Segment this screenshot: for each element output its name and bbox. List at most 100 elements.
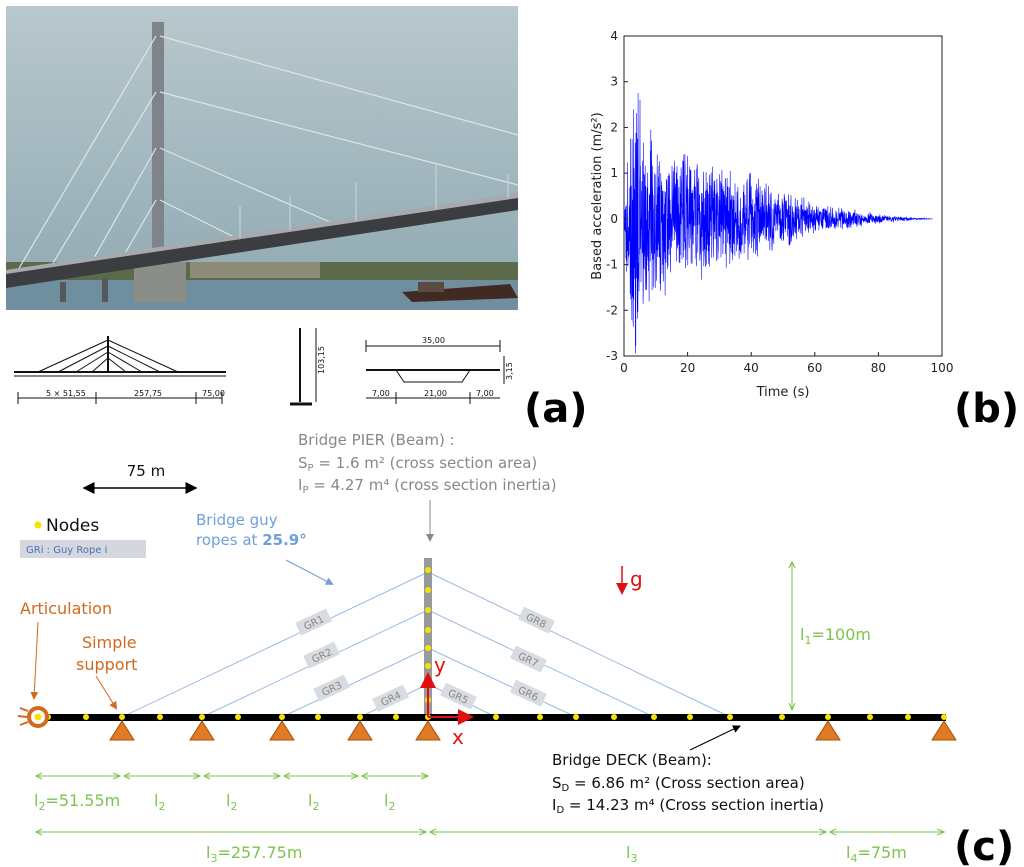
pier-area: SP = 1.6 m² (cross section area): [298, 454, 537, 474]
gravity-label: g: [630, 567, 643, 591]
chart-ytick-label: 3: [610, 75, 618, 89]
chart-series: [623, 92, 933, 354]
l4-sub: 4: [850, 852, 857, 865]
l2-sub-5: 2: [388, 800, 395, 813]
scale-label: 75 m: [127, 462, 165, 480]
l2-first-val: =51.55m: [45, 791, 120, 810]
chart-xtick-label: 100: [931, 361, 954, 375]
drawing-section-right: 7,00: [476, 389, 494, 398]
guy-label-gr6: GR6: [516, 685, 540, 704]
l3-sub-2: 3: [630, 852, 637, 865]
l2-sub-3: 2: [230, 800, 237, 813]
axis-x-label: x: [452, 725, 464, 749]
l3-first-sub: 3: [210, 852, 217, 865]
l1-sub: 1: [804, 634, 811, 647]
chart-ytick-label: 4: [610, 29, 618, 43]
guy-label-gr5: GR5: [446, 688, 470, 707]
simple-supports: [109, 720, 957, 741]
l1-val: =100m: [811, 625, 871, 644]
articulation-label: Articulation: [20, 599, 112, 618]
deck-area-sub: D: [562, 783, 570, 794]
articulation-symbol: [17, 706, 49, 728]
l3-sym-2: l: [626, 843, 630, 862]
legend-guy-box: [20, 540, 146, 558]
drawing-span-left: 5 × 51,55: [46, 389, 86, 398]
legend-node-icon: [34, 521, 42, 529]
l2-label-4: l2: [308, 791, 319, 813]
chart-xtick-label: 40: [744, 361, 759, 375]
guy-label-gr4: GR4: [379, 690, 403, 709]
l4-label: l4=75m: [846, 843, 907, 865]
l2-sym-3: l: [226, 791, 230, 810]
chart-xtick-label: 80: [871, 361, 886, 375]
bridge-deck: [36, 714, 946, 721]
bridge-elevation-drawing: [14, 328, 505, 406]
drawing-pier-height: 103,15: [317, 346, 326, 374]
l2-first-label: l2=51.55m: [34, 791, 120, 813]
chart-ytick-label: -3: [606, 349, 618, 363]
chart-ytick-label: -2: [606, 303, 618, 317]
deck-inertia-sym: I: [552, 796, 556, 814]
guy-caption-arrow: [285, 559, 334, 585]
chart-xtick-label: 60: [807, 361, 822, 375]
chart-xlabel: Time (s): [756, 385, 810, 400]
chart-ytick-label: -1: [606, 258, 618, 272]
axis-y-label: y: [434, 653, 446, 677]
l2-sym-5: l: [384, 791, 388, 810]
l2-label-3: l2: [226, 791, 237, 813]
deck-area: SD = 6.86 m² (Cross section area): [552, 774, 805, 794]
l3-first-val: =257.75m: [217, 843, 302, 862]
panel-b-label: (b): [954, 386, 1019, 432]
guy-label-gr2: GR2: [310, 647, 334, 666]
chart-ytick-label: 1: [610, 166, 618, 180]
deck-inertia-sub: D: [556, 805, 564, 816]
l2-first-sub: 2: [38, 800, 45, 813]
deck-area-val: = 6.86 m² (Cross section area): [569, 774, 805, 792]
guy-ropes-caption-1: Bridge guy: [196, 511, 278, 529]
deck-inertia-val: = 14.23 m⁴ (Cross section inertia): [564, 796, 824, 814]
l2-first-sym: l: [34, 791, 38, 810]
deck-caption-arrow: [689, 725, 741, 751]
panel-a-label: (a): [524, 386, 588, 432]
chart-series-line: [623, 92, 933, 354]
guy-label-gr8: GR8: [524, 612, 548, 631]
l2-sym-4: l: [308, 791, 312, 810]
bridge-pier: [424, 558, 432, 718]
panel-c-label: (c): [954, 824, 1014, 867]
l2-label-5: l2: [384, 791, 395, 813]
drawing-span-right: 75,00: [202, 389, 225, 398]
l3-first-sym: l: [206, 843, 210, 862]
l2-sym-2: l: [154, 791, 158, 810]
l1-sym: l: [800, 625, 804, 644]
deck-area-sym: S: [552, 774, 562, 792]
l2-sub-4: 2: [312, 800, 319, 813]
drawing-section-left: 7,00: [372, 389, 390, 398]
chart-ytick-label: 0: [610, 212, 618, 226]
drawing-section-mid: 21,00: [424, 389, 447, 398]
l3-label-2: l3: [626, 843, 637, 865]
l2-label-2: l2: [154, 791, 165, 813]
bridge-photo: [6, 6, 519, 310]
simple-support-label-2: support: [76, 655, 137, 674]
legend-guy-text: GRi : Guy Rope i: [26, 545, 107, 556]
chart-ytick-label: 2: [610, 120, 618, 134]
simple-support-label-1: Simple: [82, 633, 137, 652]
pier-area-val: = 1.6 m² (cross section area): [314, 454, 538, 472]
drawing-span-mid: 257,75: [134, 389, 162, 398]
deck-inertia: ID = 14.23 m⁴ (Cross section inertia): [552, 796, 824, 816]
guy-rope-labels: GR1 GR2 GR3 GR4 GR5 GR6 GR7 GR8: [295, 606, 555, 712]
pier-area-sym: S: [298, 454, 308, 472]
guy-label-gr3: GR3: [320, 680, 344, 699]
articulation-arrow: [30, 621, 39, 700]
legend-nodes: Nodes: [46, 516, 99, 536]
pier-inertia-sub: P: [302, 485, 308, 496]
pier-area-sub: P: [308, 463, 314, 474]
guy-label-gr7: GR7: [516, 651, 540, 670]
deck-title: Bridge DECK (Beam):: [552, 751, 712, 769]
chart-xtick-label: 0: [620, 361, 628, 375]
pier-inertia-val: = 4.27 m⁴ (cross section inertia): [308, 476, 556, 494]
l1-label: l1=100m: [800, 625, 871, 647]
